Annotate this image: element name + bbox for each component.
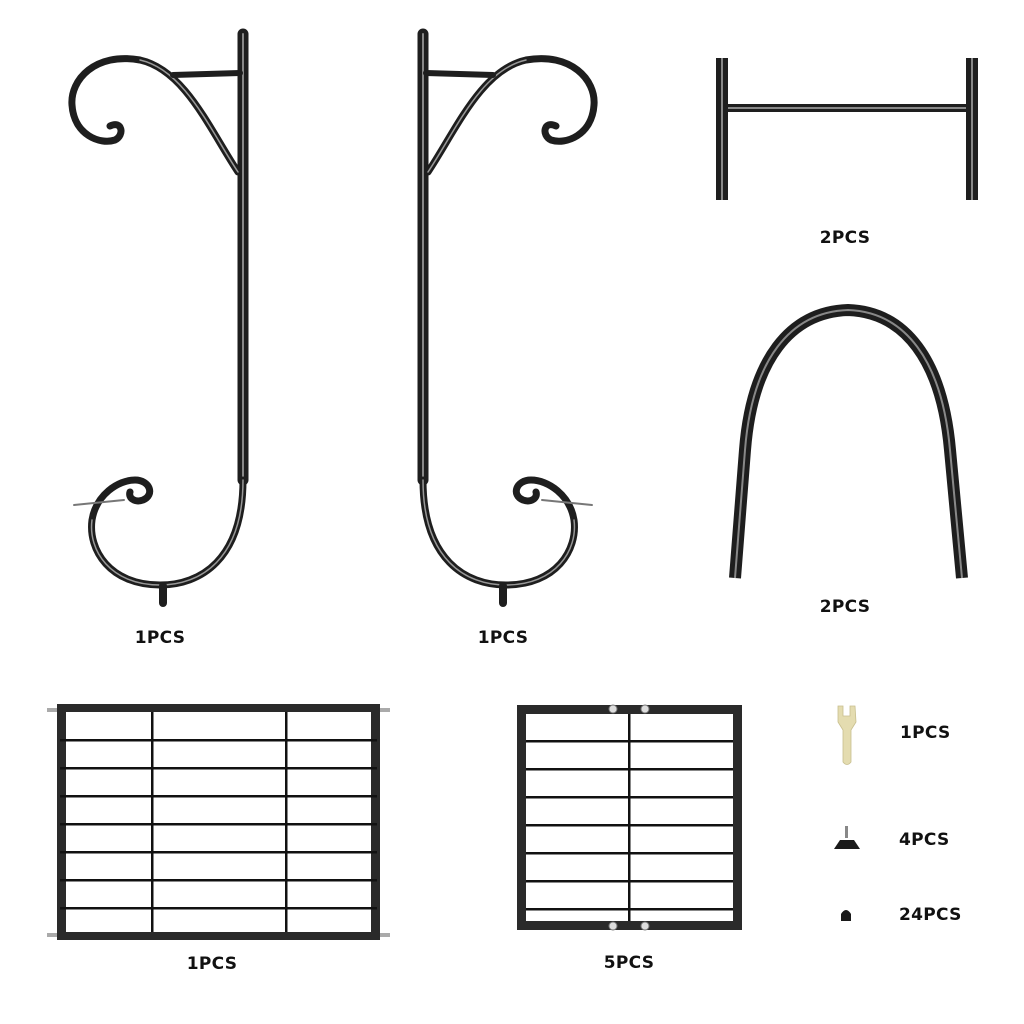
shelf-panel-quantity: 5PCS xyxy=(603,953,655,973)
leveling-foot-quantity: 4PCS xyxy=(899,830,950,850)
left-hook-pole-quantity: 1PCS xyxy=(134,628,186,648)
right-hook-pole-icon xyxy=(417,28,598,607)
large-panel-icon xyxy=(47,704,390,940)
panel-rail xyxy=(60,823,377,826)
panel-rail xyxy=(60,879,377,882)
cap-nut-icon xyxy=(841,910,851,921)
panel-rail xyxy=(60,795,377,798)
panel-rail xyxy=(60,907,377,910)
arch-tube-quantity: 2PCS xyxy=(819,597,871,617)
panel-stile xyxy=(628,714,631,921)
right-hook-pole-quantity: 1PCS xyxy=(477,628,529,648)
cap-nut-quantity: 24PCS xyxy=(899,905,962,925)
wrench-quantity: 1PCS xyxy=(900,723,951,743)
panel-rail xyxy=(60,739,377,742)
arch-tube-icon xyxy=(729,303,968,579)
h-connector-frame-quantity: 2PCS xyxy=(819,228,871,248)
h-connector-frame-icon xyxy=(716,58,978,200)
panel-stile xyxy=(285,712,288,932)
shelf-panel-icon xyxy=(517,704,742,931)
panel-rail xyxy=(60,767,377,770)
leveling-foot-icon xyxy=(834,826,860,849)
left-hook-pole-icon xyxy=(68,28,249,607)
large-panel-quantity: 1PCS xyxy=(186,954,238,974)
wrench-icon xyxy=(837,705,857,765)
panel-rail xyxy=(60,851,377,854)
panel-stile xyxy=(151,712,154,932)
